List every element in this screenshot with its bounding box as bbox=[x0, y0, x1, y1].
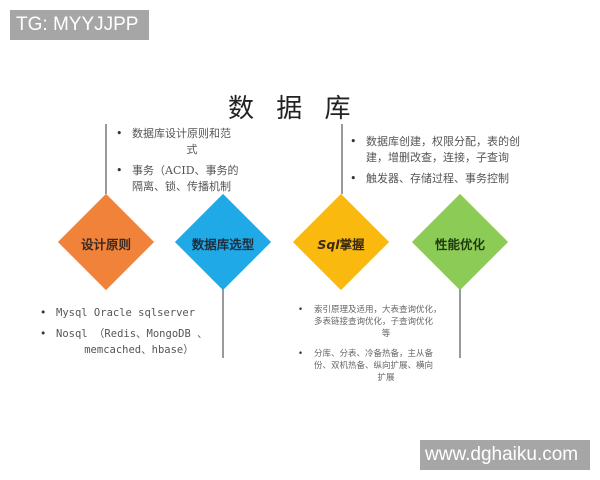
notes-design: 数据库设计原则和范 式 事务（ACID、事务的 隔离、锁、传播机制 bbox=[112, 126, 252, 200]
note-item: 分库、分表、冷备热备，主从备 份、双机热备、纵向扩展、横向 扩展 bbox=[294, 348, 458, 384]
note-item: 索引原理及适用，大表查询优化， 多表链接查询优化，子查询优化 等 bbox=[294, 304, 458, 340]
watermark-top: TG: MYYJJPP bbox=[10, 10, 149, 40]
watermark-bottom: www.dghaiku.com bbox=[420, 440, 590, 470]
node-performance-label: 性能优化 bbox=[434, 237, 485, 252]
node-sql-label: Sql掌握 bbox=[281, 234, 401, 253]
note-item: Mysql Oracle sqlserver bbox=[36, 305, 222, 321]
connector-sql bbox=[341, 124, 343, 194]
notes-sql: 数据库创建，权限分配，表的创 建，增删改查，连接，子查询 触发器、存储过程、事务… bbox=[346, 134, 556, 192]
notes-selection: Mysql Oracle sqlserver Nosql （Redis、Mong… bbox=[36, 305, 222, 363]
note-item: 触发器、存储过程、事务控制 bbox=[346, 171, 556, 187]
sql-prefix: Sql bbox=[317, 237, 340, 252]
note-item: Nosql （Redis、MongoDB 、 memcached、hbase） bbox=[36, 326, 222, 358]
connector-design bbox=[105, 124, 107, 194]
connector-selection bbox=[222, 288, 224, 358]
note-item: 事务（ACID、事务的 隔离、锁、传播机制 bbox=[112, 163, 252, 195]
node-design-label: 设计原则 bbox=[80, 237, 131, 252]
diagram-title: 数 据 库 bbox=[228, 94, 358, 124]
note-item: 数据库创建，权限分配，表的创 建，增删改查，连接，子查询 bbox=[346, 134, 556, 166]
sql-suffix: 掌握 bbox=[339, 237, 365, 252]
node-selection-label: 数据库选型 bbox=[191, 237, 255, 252]
notes-performance: 索引原理及适用，大表查询优化， 多表链接查询优化，子查询优化 等 分库、分表、冷… bbox=[294, 304, 458, 392]
note-item: 数据库设计原则和范 式 bbox=[112, 126, 252, 158]
connector-performance bbox=[459, 288, 461, 358]
